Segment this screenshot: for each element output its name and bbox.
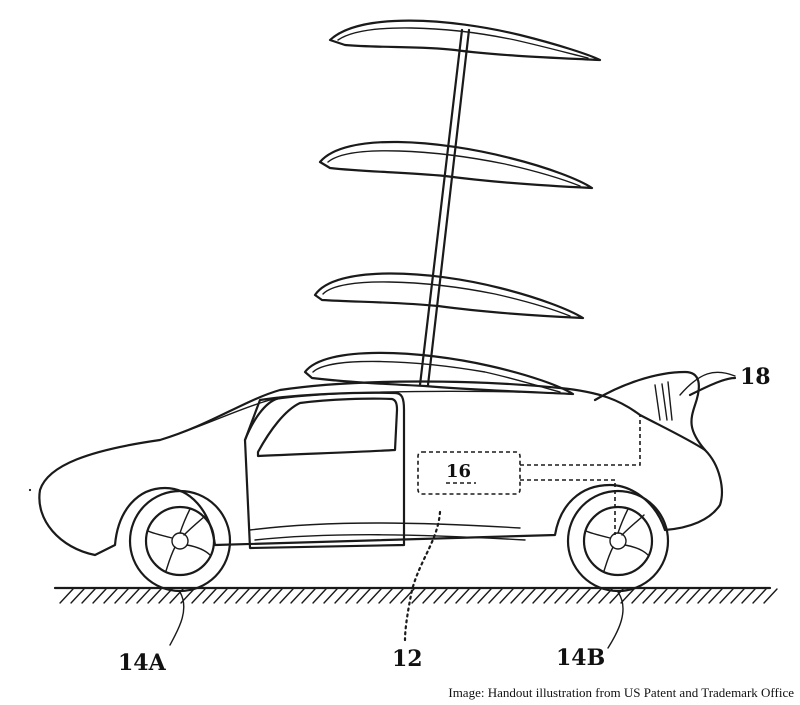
ground-hatch-line	[246, 588, 261, 604]
ground-hatch-line	[136, 588, 151, 604]
leader-12	[403, 510, 442, 642]
label-16: 16	[446, 461, 471, 482]
ground-hatch-line	[411, 588, 426, 604]
ground-hatch-line	[510, 588, 525, 604]
ground-hatch-line	[213, 588, 228, 604]
mast	[418, 28, 471, 387]
ground-hatch-line	[279, 588, 294, 604]
ground-hatch-line	[301, 588, 316, 604]
ground-hatch-line	[708, 588, 723, 604]
ground-hatch-line	[224, 588, 239, 604]
ground-hatch-line	[642, 588, 657, 604]
image-credit: Image: Handout illustration from US Pate…	[448, 685, 794, 700]
ground-hatch-line	[752, 588, 767, 604]
ground-hatch-line	[455, 588, 470, 604]
ground-hatch-line	[59, 588, 74, 604]
ground-hatch-line	[444, 588, 459, 604]
vehicle-body	[28, 380, 723, 557]
ground-hatch-line	[565, 588, 580, 604]
airfoil-wing	[313, 272, 585, 320]
ground-hatch-line	[488, 588, 503, 604]
ground-hatch-line	[103, 588, 118, 604]
label-12: 12	[392, 646, 423, 672]
ground-hatch-line	[323, 588, 338, 604]
ground-hatch-line	[466, 588, 481, 604]
ground-hatch-line	[631, 588, 646, 604]
ground-hatch-line	[191, 588, 206, 604]
label-14b: 14B	[556, 645, 605, 671]
ground-hatch-line	[345, 588, 360, 604]
ground-hatch-line	[675, 588, 690, 604]
ground-hatch-line	[653, 588, 668, 604]
ground-hatch-line	[532, 588, 547, 604]
ground-hatch-line	[686, 588, 701, 604]
ground-hatch-line	[477, 588, 492, 604]
ground-hatch-line	[235, 588, 250, 604]
ground-hatch-line	[576, 588, 591, 604]
ground-hatch-line	[389, 588, 404, 604]
internal-routing	[417, 415, 641, 535]
ground-hatch-line	[587, 588, 602, 604]
leader-14b	[607, 591, 624, 649]
ground-hatch-line	[125, 588, 140, 604]
leader-14a	[169, 591, 185, 646]
ground-hatch-line	[620, 588, 635, 604]
ground-hatch-line	[433, 588, 448, 604]
ground-hatch-line	[334, 588, 349, 604]
ground-hatch-line	[664, 588, 679, 604]
ground-hatch-line	[356, 588, 371, 604]
ground-hatch-line	[257, 588, 272, 604]
label-14a: 14A	[118, 650, 167, 676]
ground-hatch-line	[719, 588, 734, 604]
ground-hatch-line	[741, 588, 756, 604]
ground-hatch-line	[70, 588, 85, 604]
front-wheel	[128, 489, 232, 593]
ground-hatch-line	[290, 588, 305, 604]
ground-hatch-line	[202, 588, 217, 604]
leader-18	[679, 371, 736, 396]
ground-hatch-line	[543, 588, 558, 604]
ground-hatch-line	[422, 588, 437, 604]
ground-hatch-line	[554, 588, 569, 604]
ground-hatch-line	[81, 588, 96, 604]
ground-hatch-line	[92, 588, 107, 604]
rear-housing	[593, 370, 737, 452]
ground-hatch-line	[730, 588, 745, 604]
ground-hatch-line	[521, 588, 536, 604]
ground-hatch-line	[697, 588, 712, 604]
ground-hatch-line	[114, 588, 129, 604]
airfoil-wing	[318, 140, 594, 190]
ground-hatch-line	[367, 588, 382, 604]
ground-hatch-line	[499, 588, 514, 604]
ground-hatch-line	[158, 588, 173, 604]
ground-hatch-line	[312, 588, 327, 604]
ground	[53, 586, 778, 604]
airfoil-wing	[328, 19, 602, 62]
ground-hatch-line	[147, 588, 162, 604]
ground-hatch-line	[268, 588, 283, 604]
ground-hatch-line	[763, 588, 778, 604]
rear-wheel	[566, 489, 670, 593]
ground-hatch-line	[378, 588, 393, 604]
label-18: 18	[740, 364, 771, 390]
airfoil-wing	[303, 351, 575, 396]
